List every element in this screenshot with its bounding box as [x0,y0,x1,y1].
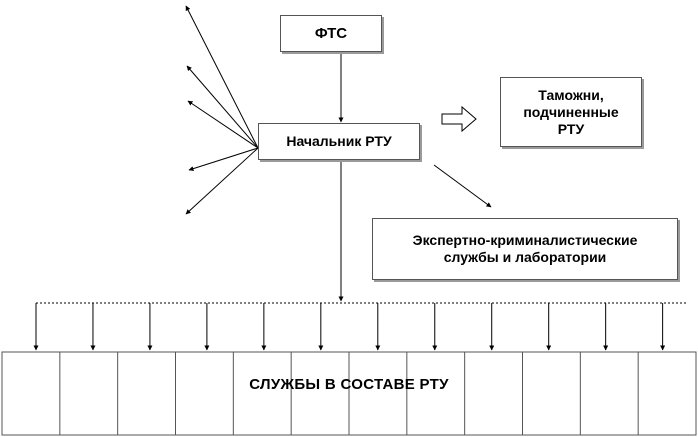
arrow-to-expert [433,164,492,208]
service-dividers [59,352,639,435]
customs-box: Таможни, подчиненные РТУ [500,77,642,147]
bus-arrows [33,303,666,351]
services-label: СЛУЖБЫ В СОСТАВЕ РТУ [249,376,449,393]
fts-label: ФТС [314,25,348,42]
head-label: Начальник РТУ [286,133,392,149]
radial-arrow [187,100,259,149]
radiating-arrows [185,5,259,215]
radial-arrow [186,65,259,149]
fts-box: ФТС [280,15,382,52]
expert-label: Экспертно-криминалистические службы и ла… [412,232,638,265]
radial-arrow [185,5,259,149]
head-box: Начальник РТУ [258,123,420,160]
hollow-arrow-to-customs [441,105,477,133]
radial-arrow [185,147,259,215]
radial-arrow [188,147,259,172]
expert-box: Экспертно-криминалистические службы и ла… [372,218,678,280]
customs-label: Таможни, подчиненные РТУ [523,86,619,137]
